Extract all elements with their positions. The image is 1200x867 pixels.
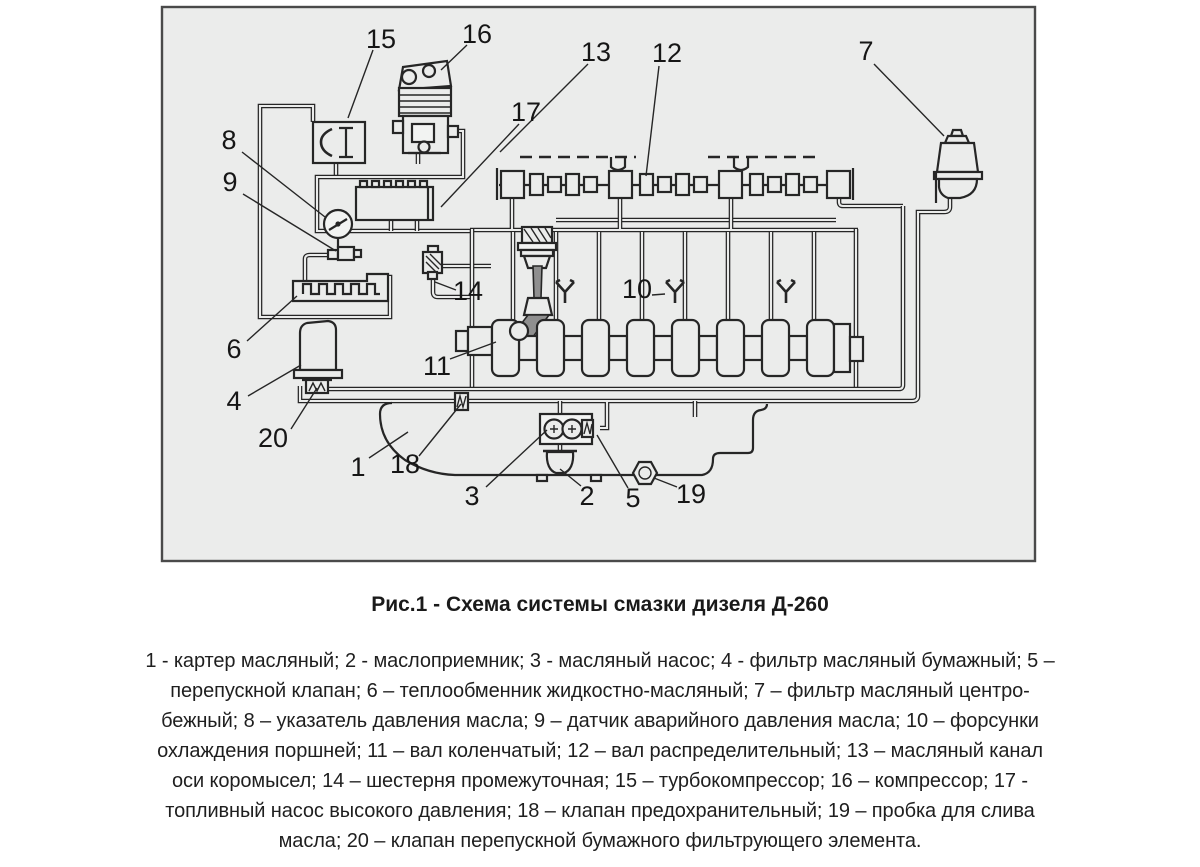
pump-bypass-valve-5: [580, 418, 595, 439]
part-label-2: 2: [579, 481, 594, 511]
part-label-20: 20: [258, 423, 288, 453]
part-label-4: 4: [226, 386, 241, 416]
fuel-pump-17: [354, 179, 435, 222]
part-label-14: 14: [453, 276, 483, 306]
part-label-19: 19: [676, 479, 706, 509]
piston-cooling-nozzles-10: [555, 278, 796, 303]
pressure-sensor-9: [326, 245, 363, 262]
safety-valve-18: [453, 391, 470, 412]
part-label-10: 10: [622, 274, 652, 304]
oil-strainer-2: [543, 449, 577, 475]
leader-lines: [241, 44, 945, 489]
part-label-12: 12: [652, 38, 682, 68]
part-label-17: 17: [511, 97, 541, 127]
lubrication-system-diagram: 1 2 3 4 5 6 7 8 9 10 11 12 13 14 15 16 1…: [160, 5, 1037, 563]
part-label-18: 18: [390, 449, 420, 479]
part-label-1: 1: [350, 452, 365, 482]
idler-gear-14: [421, 244, 444, 281]
part-label-6: 6: [226, 334, 241, 364]
compressor-16: [391, 59, 460, 155]
part-label-9: 9: [222, 167, 237, 197]
bypass-valve-20: [302, 378, 332, 395]
part-number-labels: 1 2 3 4 5 6 7 8 9 10 11 12 13 14 15 16 1…: [221, 19, 873, 513]
turbocharger-15: [311, 120, 367, 165]
heat-exchanger-6: [291, 272, 390, 303]
part-label-3: 3: [464, 481, 479, 511]
oil-filter-4: [292, 319, 344, 380]
drain-plug-19: [631, 460, 659, 486]
camshaft-12: [495, 168, 855, 200]
figure-legend: 1 - картер масляный; 2 - маслоприемник; …: [145, 650, 1055, 852]
figure-caption: Рис.1 - Схема системы смазки дизеля Д-26…: [371, 593, 829, 616]
part-label-16: 16: [462, 19, 492, 49]
part-label-11: 11: [423, 351, 451, 381]
part-label-7: 7: [858, 36, 873, 66]
part-label-15: 15: [366, 24, 396, 54]
part-label-13: 13: [581, 37, 611, 67]
part-label-8: 8: [221, 125, 236, 155]
oil-sump-1: [378, 401, 769, 483]
part-label-5: 5: [625, 483, 640, 513]
pressure-gauge-8: [322, 208, 354, 248]
crankshaft-11: [454, 318, 865, 378]
centrifugal-filter-7: [932, 128, 984, 203]
